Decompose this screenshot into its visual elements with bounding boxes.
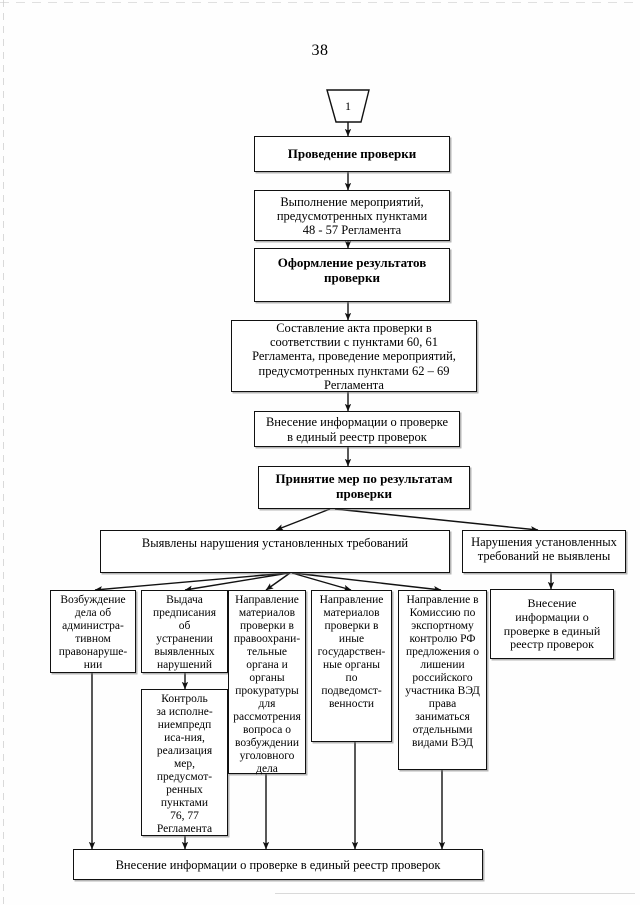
- node-take-measures[interactable]: Принятие мер по результатам проверки: [258, 466, 470, 509]
- node-enter-info-registry-bottom-label: Внесение информации о проверке в единый …: [115, 857, 441, 872]
- node-admin-case-label: Возбуждение дела об администра- тивном п…: [58, 594, 128, 671]
- node-send-to-export-commission-label: Направление в Комиссию по экспортному ко…: [405, 594, 480, 749]
- node-issue-order[interactable]: Выдача предписания об устранении выявлен…: [141, 590, 228, 673]
- node-control-execution[interactable]: Контроль за исполне- ниемпредп иса-ния, …: [141, 689, 228, 836]
- node-send-to-law-enforcement[interactable]: Направление материалов проверки в правоо…: [228, 590, 306, 775]
- scan-artifact-bottom-margin: [275, 893, 635, 894]
- node-conduct-inspection-label: Проведение проверки: [287, 146, 417, 162]
- page-number: 38: [311, 42, 329, 59]
- node-admin-case[interactable]: Возбуждение дела об администра- тивном п…: [50, 590, 136, 673]
- node-enter-info-registry-right[interactable]: Внесение информации о проверке в единый …: [490, 589, 614, 659]
- off-page-connector-label: 1: [345, 99, 351, 113]
- node-draw-up-act-label: Составление акта проверки в соответствии…: [252, 321, 456, 392]
- scan-artifact-top-margin: [0, 2, 640, 3]
- node-send-to-other-state-bodies[interactable]: Направление материалов проверки в иные г…: [311, 590, 392, 742]
- node-enter-info-registry-right-label: Внесение информации о проверке в единый …: [503, 596, 601, 652]
- node-issue-order-label: Выдача предписания об устранении выявлен…: [153, 594, 216, 671]
- node-enter-info-registry-bottom[interactable]: Внесение информации о проверке в единый …: [73, 849, 483, 880]
- node-send-to-law-enforcement-label: Направление материалов проверки в правоо…: [233, 594, 301, 775]
- node-perform-measures[interactable]: Выполнение мероприятий, предусмотренных …: [254, 190, 450, 241]
- node-enter-info-registry-upper-label: Внесение информации о проверке в единый …: [265, 415, 449, 444]
- node-control-execution-label: Контроль за исполне- ниемпредп иса-ния, …: [156, 693, 213, 835]
- node-violations-found[interactable]: Выявлены нарушения установленных требова…: [100, 530, 450, 573]
- node-formalize-results-label: Оформление результатов проверки: [277, 255, 427, 285]
- node-send-to-export-commission[interactable]: Направление в Комиссию по экспортному ко…: [398, 590, 487, 770]
- node-send-to-other-state-bodies-label: Направление материалов проверки в иные г…: [317, 594, 386, 710]
- scan-artifact-left-margin: [3, 0, 4, 905]
- node-violations-found-label: Выявлены нарушения установленных требова…: [141, 536, 409, 550]
- node-formalize-results[interactable]: Оформление результатов проверки: [254, 248, 450, 302]
- node-perform-measures-label: Выполнение мероприятий, предусмотренных …: [276, 194, 428, 238]
- node-take-measures-label: Принятие мер по результатам проверки: [275, 471, 453, 501]
- node-draw-up-act[interactable]: Составление акта проверки в соответствии…: [231, 320, 477, 392]
- node-violations-not-found-label: Нарушения установленных требований не вы…: [471, 535, 617, 564]
- node-violations-not-found[interactable]: Нарушения установленных требований не вы…: [462, 530, 626, 573]
- node-conduct-inspection[interactable]: Проведение проверки: [254, 136, 450, 172]
- node-enter-info-registry-upper[interactable]: Внесение информации о проверке в единый …: [254, 411, 460, 447]
